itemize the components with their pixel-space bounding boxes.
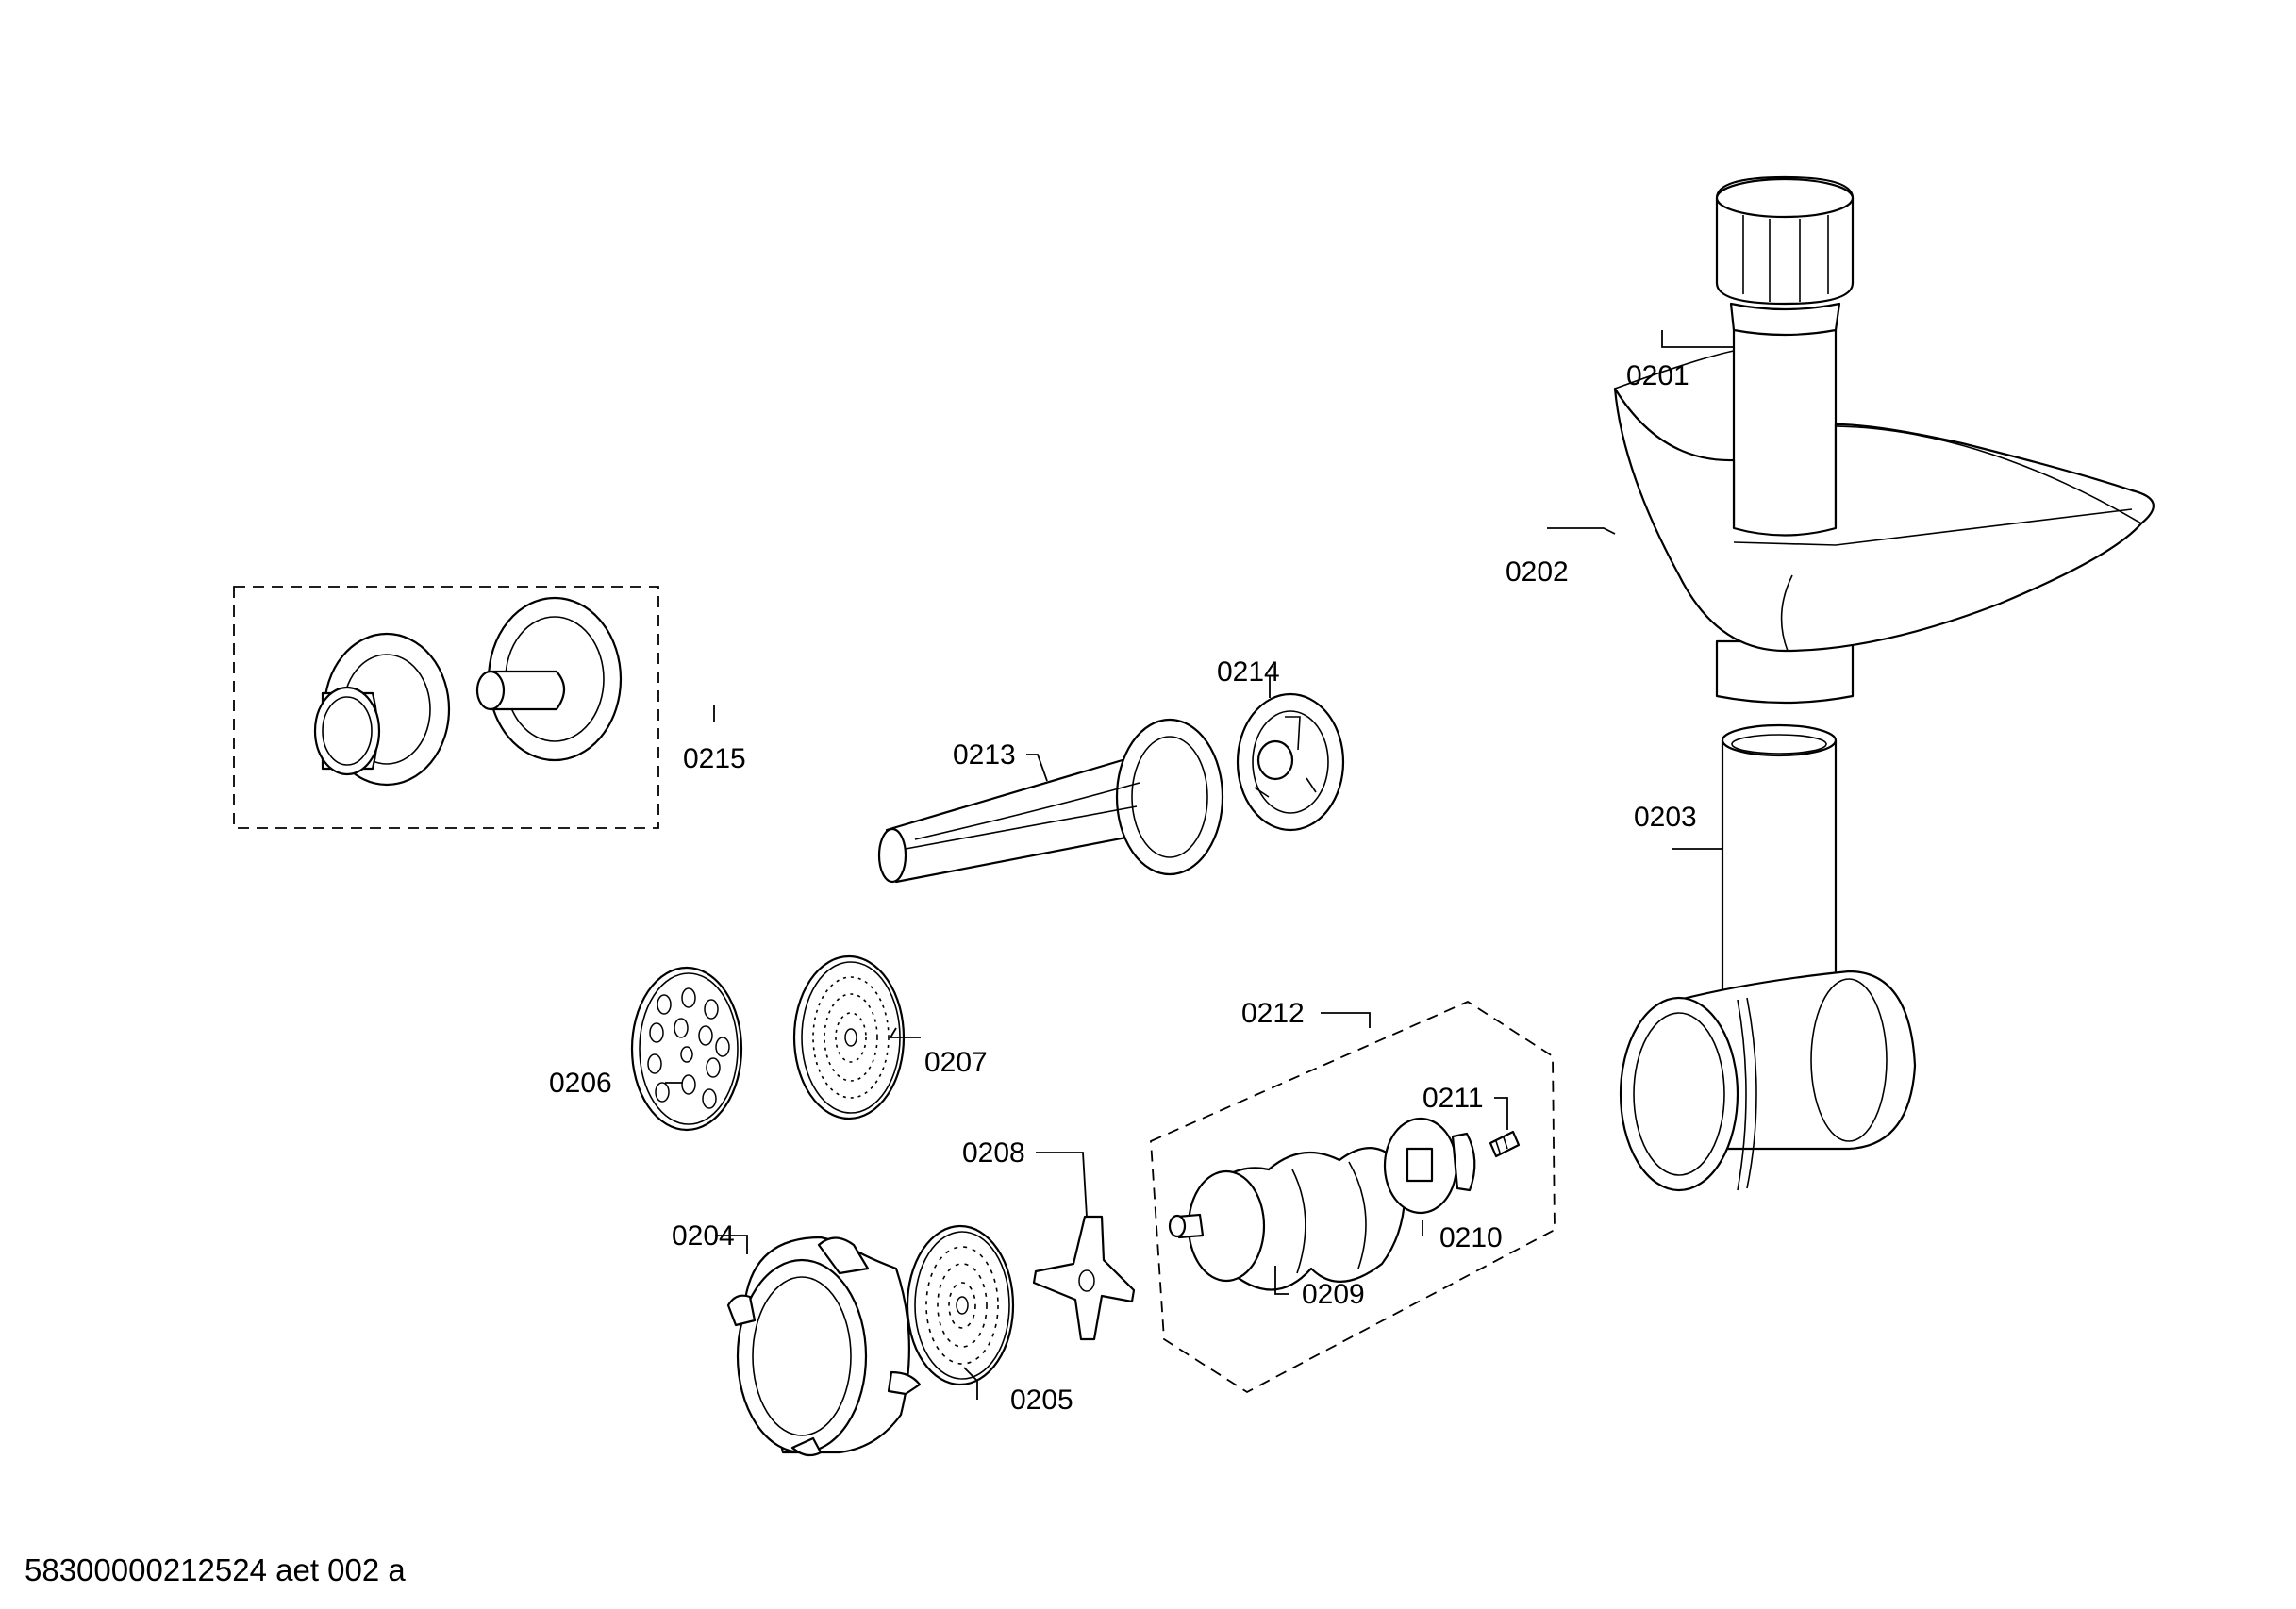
part-0211-screw[interactable] bbox=[1489, 1130, 1521, 1158]
label-0207: 0207 bbox=[924, 1047, 988, 1078]
part-0213-sausage-horn[interactable] bbox=[877, 718, 1224, 884]
part-0208-cutting-blade[interactable] bbox=[1032, 1215, 1136, 1341]
label-0214: 0214 bbox=[1217, 656, 1280, 688]
part-0210-worm-end[interactable] bbox=[1383, 1117, 1476, 1215]
label-0212: 0212 bbox=[1241, 998, 1305, 1029]
part-0202-tray[interactable] bbox=[1613, 350, 2155, 705]
label-0203: 0203 bbox=[1634, 802, 1697, 833]
label-0205: 0205 bbox=[1010, 1385, 1073, 1416]
part-0212-worm-assembly[interactable] bbox=[1150, 1000, 1556, 1394]
drawing-id: 58300000212524 aet 002 a bbox=[25, 1552, 406, 1587]
label-0211: 0211 bbox=[1423, 1083, 1484, 1114]
part-0204-ring-nut[interactable] bbox=[726, 1236, 922, 1457]
part-0207-fine-disc[interactable] bbox=[792, 954, 906, 1120]
label-0202: 0202 bbox=[1506, 556, 1569, 588]
label-0210: 0210 bbox=[1439, 1222, 1503, 1253]
label-0208: 0208 bbox=[962, 1137, 1025, 1169]
label-0209: 0209 bbox=[1302, 1279, 1365, 1310]
part-0206-coarse-disc[interactable] bbox=[630, 966, 743, 1132]
part-0215-attachment-set[interactable] bbox=[233, 586, 659, 829]
part-0203-housing[interactable] bbox=[1619, 723, 1917, 1192]
part-0214-separator[interactable] bbox=[1236, 692, 1345, 832]
leader-lines bbox=[665, 330, 1734, 1400]
label-0213: 0213 bbox=[953, 739, 1016, 771]
label-0204: 0204 bbox=[672, 1220, 735, 1252]
part-0201-pusher[interactable] bbox=[1715, 175, 1855, 560]
label-0206: 0206 bbox=[549, 1068, 612, 1099]
part-0205-plate[interactable] bbox=[906, 1224, 1015, 1386]
label-0201: 0201 bbox=[1626, 360, 1689, 391]
part-labels: 0201 0202 0203 0204 0205 0206 0207 0208 … bbox=[549, 360, 1697, 1416]
label-0215: 0215 bbox=[683, 743, 746, 774]
